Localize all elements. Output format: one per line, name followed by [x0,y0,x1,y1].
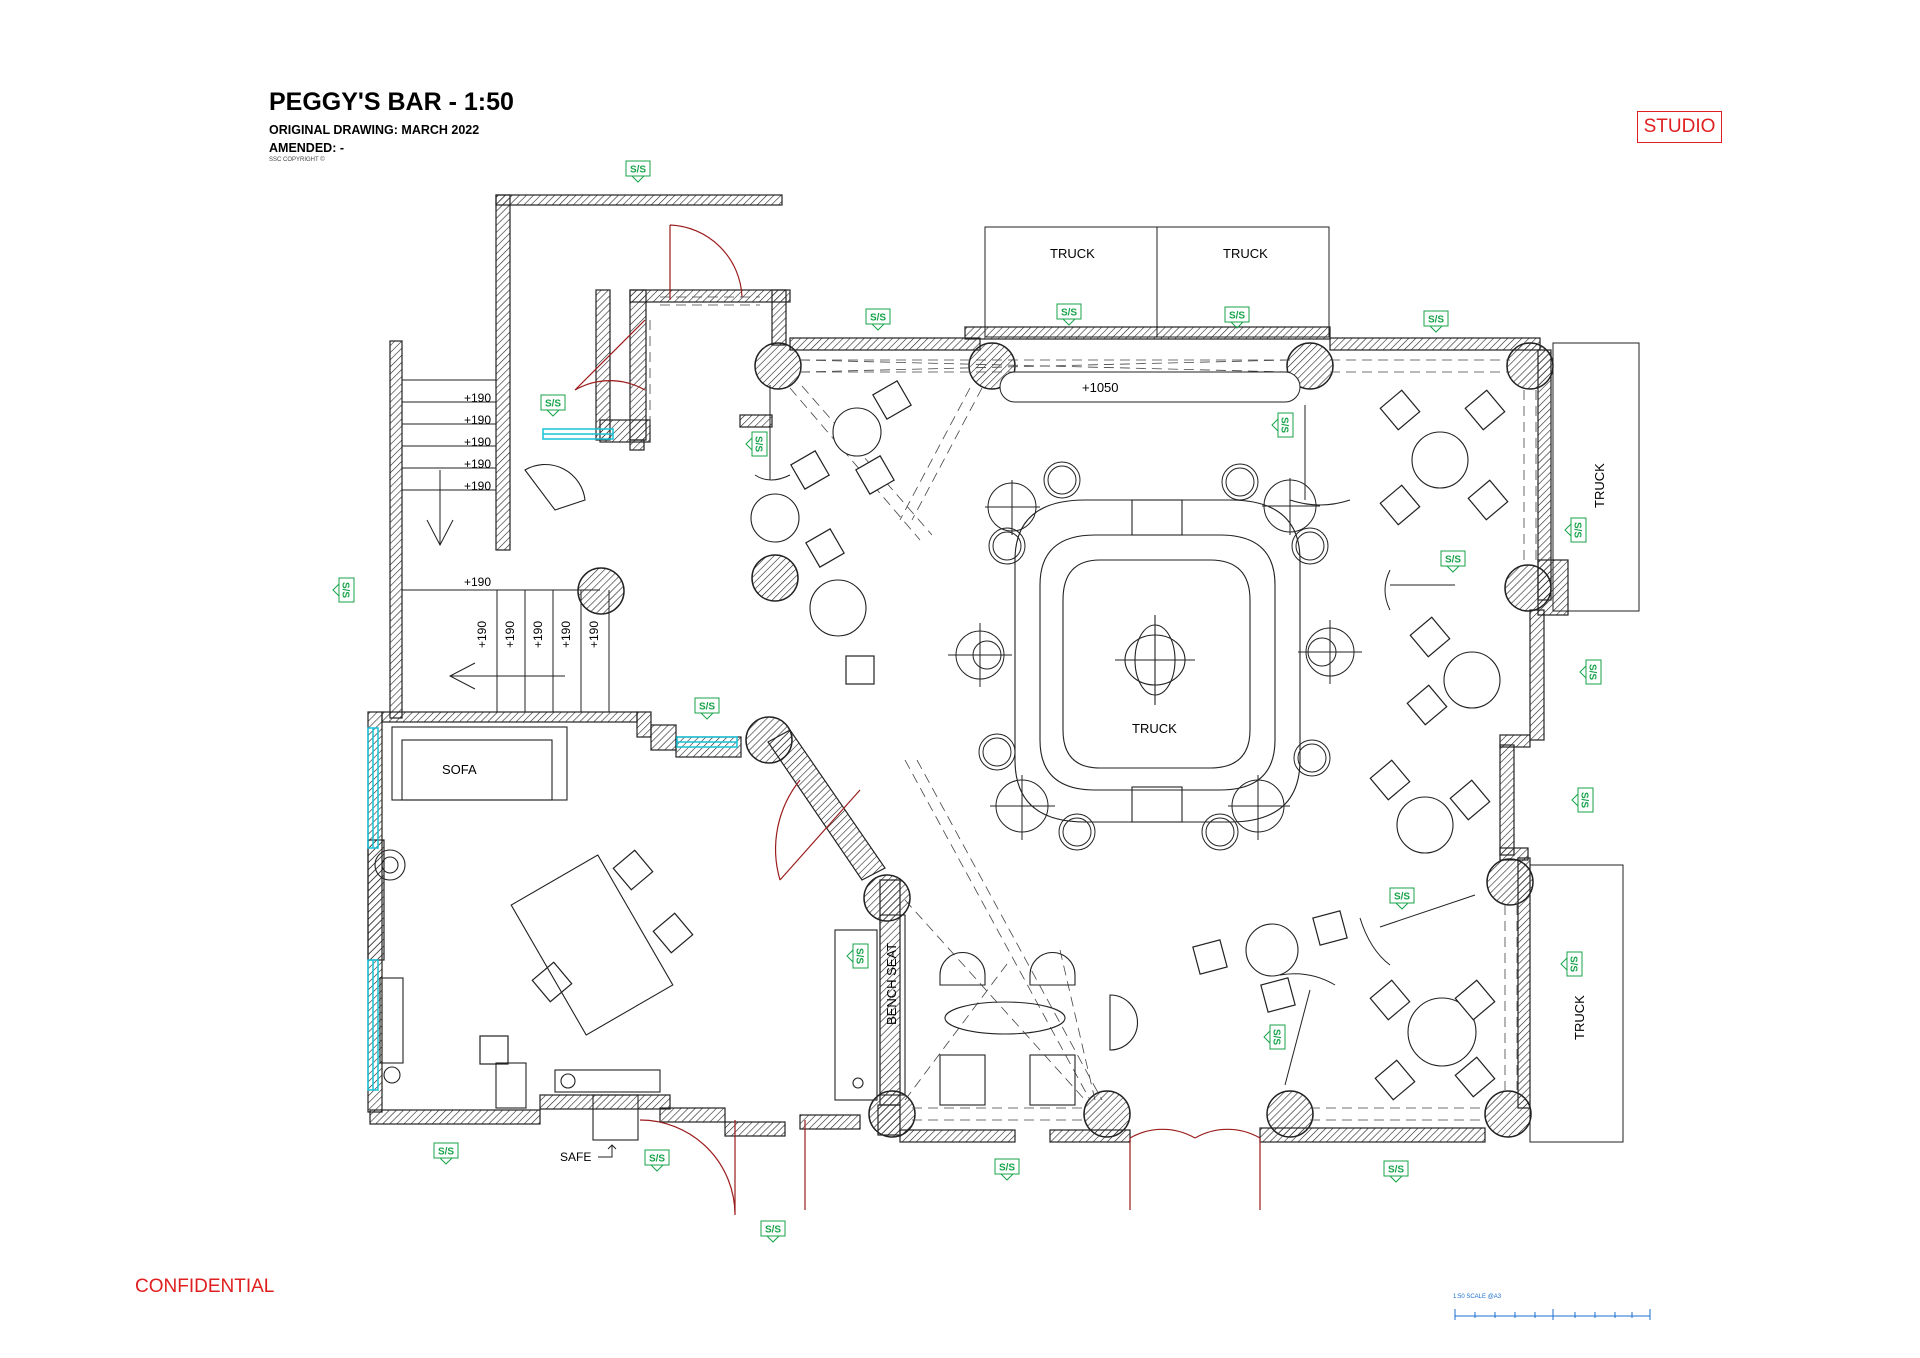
step-level: +190 [464,479,491,493]
stair-level-labels: +190 +190 +190 +190 +190 +190 +190 +190 … [464,391,601,648]
socket-marker: S/S [644,1149,670,1172]
step-level: +190 [464,391,491,405]
socket-marker: S/S [1564,517,1587,543]
step-level: +190 [464,435,491,449]
socket-marker: S/S [1224,306,1250,329]
bar-stools [948,461,1362,851]
amended-note: AMENDED: - [269,141,344,155]
truck-label: TRUCK [1132,721,1177,736]
socket-marker: S/S [1423,310,1449,333]
sofa-label: SOFA [442,762,477,777]
truck-label: TRUCK [1592,463,1607,508]
socket-label: S/S [1388,1165,1404,1176]
step-level: +190 [475,621,489,648]
socket-label: S/S [1579,792,1590,808]
socket-label: S/S [1568,956,1579,972]
central-bar [1014,499,1301,823]
socket-label: S/S [649,1154,665,1165]
step-level: +190 [464,575,491,589]
step-level: +190 [464,413,491,427]
chairs [479,380,1509,1101]
socket-label: S/S [870,313,886,324]
truck-label: TRUCK [1223,246,1268,261]
socket-marker: S/S [1440,550,1466,573]
socket-label: S/S [1229,311,1245,322]
socket-marker: S/S [846,943,869,969]
socket-label: S/S [1428,315,1444,326]
socket-label: S/S [1271,1029,1282,1045]
truck-label: TRUCK [1572,995,1587,1040]
safe-marker: SAFE [560,1144,617,1164]
socket-marker: S/S [1571,787,1594,813]
socket-marker: S/S [745,431,768,457]
swing-indicators [754,385,1476,1086]
socket-label: S/S [1445,555,1461,566]
studio-stamp: STUDIO [1637,111,1722,143]
socket-label: S/S [999,1163,1015,1174]
socket-marker: S/S [1560,951,1583,977]
lounge-furniture [374,463,674,1141]
step-level: +190 [503,621,517,648]
socket-label: S/S [1587,664,1598,680]
step-level: +190 [531,621,545,648]
tables [750,407,1501,1067]
truck-label: TRUCK [1050,246,1095,261]
socket-marker: S/S [332,577,355,603]
socket-label: S/S [1572,522,1583,538]
socket-label: S/S [340,582,351,598]
step-level: +190 [464,457,491,471]
step-level: +190 [587,621,601,648]
socket-marker: S/S [1383,1160,1409,1183]
socket-markers: S/S S/S S/S S/S S/S S/S S/S S/S S/S S/S S/S S/S S/S S… [332,160,1602,1243]
socket-marker: S/S [433,1142,459,1165]
scale-bar-label: 1:50 SCALE @A3 [1453,1294,1502,1300]
socket-marker: S/S [865,308,891,331]
socket-marker: S/S [1271,412,1294,438]
socket-marker: S/S [1263,1024,1286,1050]
socket-marker: S/S [760,1220,786,1243]
socket-label: S/S [765,1225,781,1236]
safe-label: SAFE [560,1150,591,1164]
socket-label: S/S [699,702,715,713]
socket-label: S/S [545,399,561,410]
staircase [402,379,620,713]
socket-marker: S/S [540,394,566,417]
socket-label: S/S [1061,308,1077,319]
socket-marker: S/S [1056,303,1082,326]
confidential-stamp: CONFIDENTIAL [135,1276,275,1297]
scale-bar [1454,1309,1651,1320]
raised-banquette: +1050 [999,371,1301,403]
socket-label: S/S [854,948,865,964]
windows [367,428,738,1091]
structural-columns [577,342,1554,1138]
socket-label: S/S [438,1147,454,1158]
socket-label: S/S [1279,417,1290,433]
truck-bays [984,226,1640,1143]
drawing-title: PEGGY'S BAR - 1:50 [269,88,514,116]
socket-marker: S/S [1579,659,1602,685]
original-drawing-date: ORIGINAL DRAWING: MARCH 2022 [269,123,480,137]
bench-seat-label: BENCH SEAT [884,943,899,1025]
copyright-note: SSC COPYRIGHT © [269,157,325,163]
step-level: +190 [559,621,573,648]
level-label: +1050 [1082,380,1119,395]
socket-marker: S/S [1389,887,1415,910]
bench-seat-area [834,914,1139,1106]
socket-marker: S/S [694,697,720,720]
doors [574,224,1261,1216]
socket-marker: S/S [994,1158,1020,1181]
truck-labels: TRUCK TRUCK TRUCK TRUCK TRUCK [1050,246,1607,1040]
socket-label: S/S [753,436,764,452]
socket-marker: S/S [625,160,651,183]
socket-label: S/S [1394,892,1410,903]
socket-label: S/S [630,165,646,176]
